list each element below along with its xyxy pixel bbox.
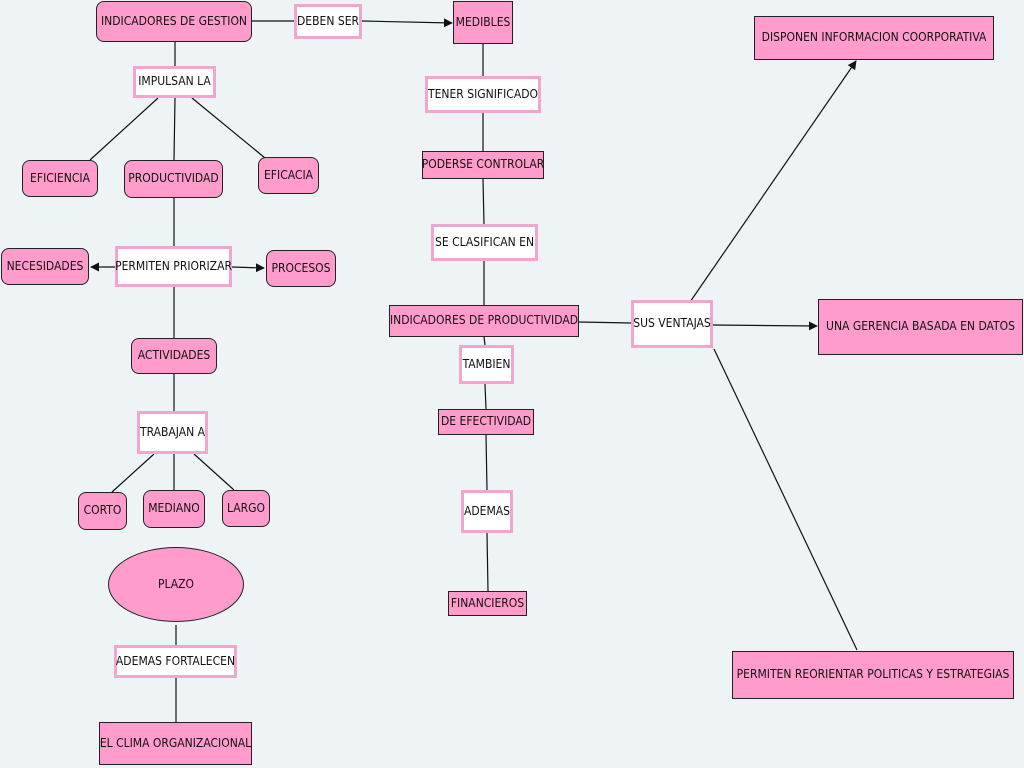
node-disponen-informacion-coorporativa[interactable]: DISPONEN INFORMACION COORPORATIVA bbox=[754, 16, 994, 60]
node-una-gerencia-basada-en-datos[interactable]: UNA GERENCIA BASADA EN DATOS bbox=[818, 299, 1023, 355]
node-poderse-controlar[interactable]: PODERSE CONTROLAR bbox=[422, 151, 544, 179]
node-plazo[interactable]: PLAZO bbox=[108, 547, 244, 622]
node-tambien[interactable]: TAMBIEN bbox=[459, 345, 514, 384]
node-mediano[interactable]: MEDIANO bbox=[143, 490, 205, 528]
node-indicadores-de-productividad[interactable]: INDICADORES DE PRODUCTIVIDAD bbox=[389, 305, 579, 337]
node-actividades[interactable]: ACTIVIDADES bbox=[131, 338, 217, 374]
edge-impulsan-eficiencia bbox=[89, 97, 159, 161]
node-eficiencia[interactable]: EFICIENCIA bbox=[22, 160, 98, 197]
edge-priorizar-procesos bbox=[231, 263, 265, 273]
edge-controlar-clasifican bbox=[482, 178, 485, 225]
edge-ademas-financieros bbox=[486, 532, 489, 592]
node-de-efectividad[interactable]: DE EFECTIVIDAD bbox=[438, 409, 534, 435]
node-indicadores-de-gestion[interactable]: INDICADORES DE GESTION bbox=[96, 1, 252, 42]
node-necesidades[interactable]: NECESIDADES bbox=[1, 248, 89, 285]
node-financieros[interactable]: FINANCIEROS bbox=[448, 591, 527, 616]
node-ademas-fortalecen[interactable]: ADEMAS FORTALECEN bbox=[114, 645, 237, 678]
edge-ventajas-disponen bbox=[689, 60, 857, 303]
node-permiten-reorientar-politicas[interactable]: PERMITEN REORIENTAR POLITICAS Y ESTRATEG… bbox=[732, 651, 1014, 699]
node-productividad[interactable]: PRODUCTIVIDAD bbox=[124, 160, 223, 198]
node-procesos[interactable]: PROCESOS bbox=[266, 250, 336, 287]
node-deben-ser[interactable]: DEBEN SER bbox=[294, 4, 362, 39]
edge-productividad-ventajas bbox=[578, 321, 632, 324]
node-eficacia[interactable]: EFICACIA bbox=[258, 157, 319, 194]
edge-tambien-efectividad bbox=[484, 383, 487, 410]
node-ademas[interactable]: ADEMAS bbox=[461, 490, 513, 533]
edge-ventajas-reorientar bbox=[713, 348, 858, 651]
edge-productividad-tambien bbox=[483, 336, 486, 346]
edge-impulsan-eficacia bbox=[191, 97, 266, 159]
node-trabajan-a[interactable]: TRABAJAN A bbox=[137, 411, 208, 454]
node-largo[interactable]: LARGO bbox=[222, 490, 270, 527]
node-corto[interactable]: CORTO bbox=[78, 492, 127, 530]
edge-impulsan-productividad bbox=[173, 97, 176, 161]
edge-debenser-medibles bbox=[361, 18, 453, 28]
node-el-clima-organizacional[interactable]: EL CLIMA ORGANIZACIONAL bbox=[99, 722, 252, 765]
edge-ventajas-gerencia bbox=[711, 321, 818, 331]
edge-trabajan-corto bbox=[111, 453, 155, 493]
edge-trabajan-largo bbox=[193, 453, 235, 491]
node-se-clasifican-en[interactable]: SE CLASIFICAN EN bbox=[431, 224, 538, 261]
node-permiten-priorizar[interactable]: PERMITEN PRIORIZAR bbox=[115, 246, 232, 287]
edge-efectividad-ademas bbox=[485, 434, 488, 491]
node-tener-significado[interactable]: TENER SIGNIFICADO bbox=[425, 76, 541, 113]
node-medibles[interactable]: MEDIBLES bbox=[453, 1, 513, 44]
node-sus-ventajas[interactable]: SUS VENTAJAS bbox=[631, 300, 713, 348]
node-impulsan-la[interactable]: IMPULSAN LA bbox=[133, 66, 216, 98]
